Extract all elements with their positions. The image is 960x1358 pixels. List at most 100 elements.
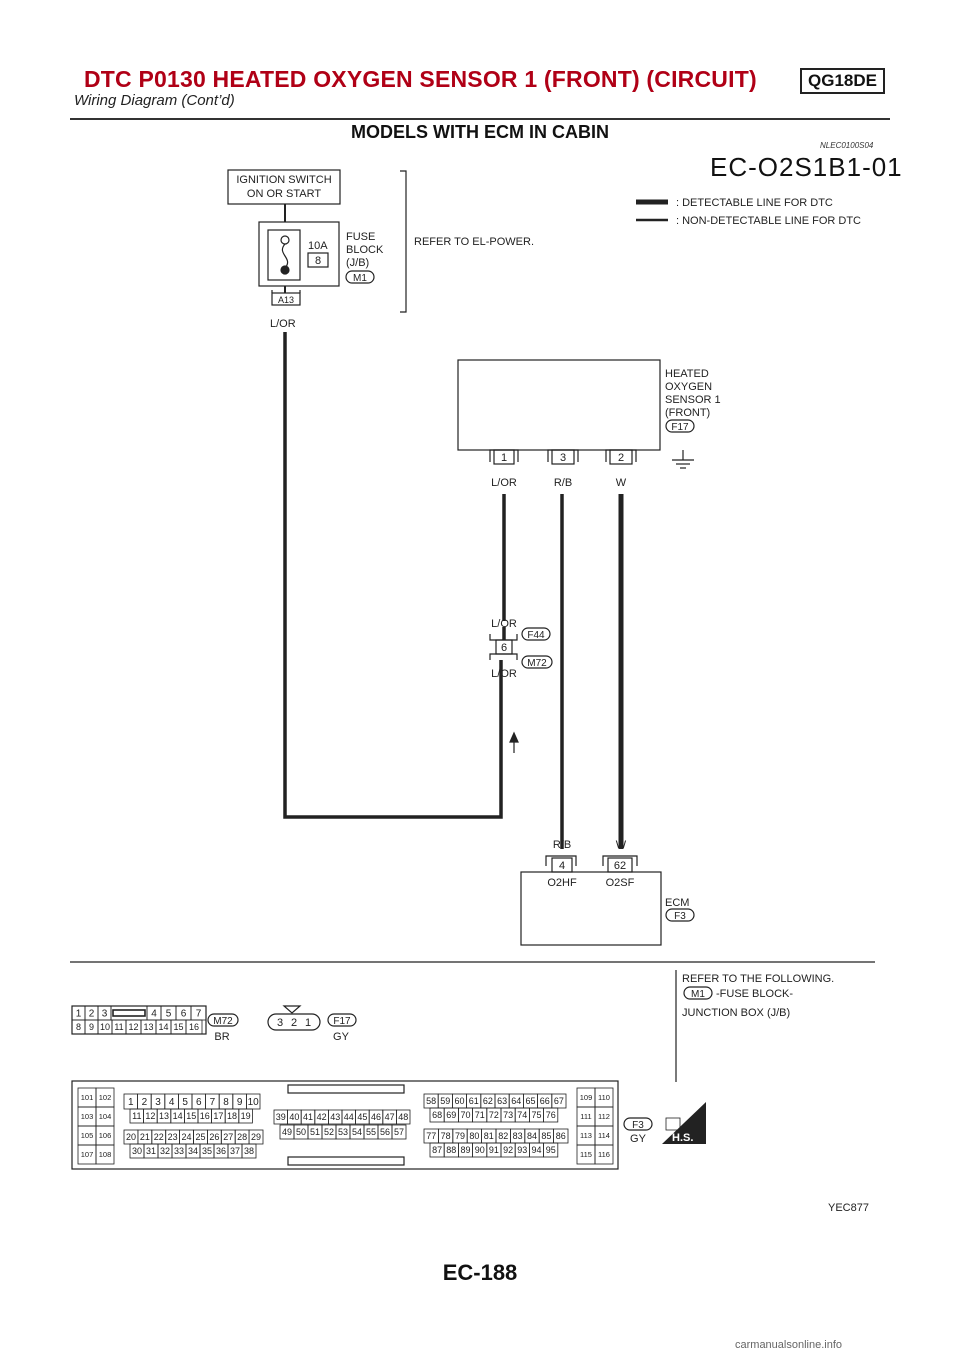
f3-pin-77-label: 77: [426, 1131, 436, 1141]
sensor-wire-2: W: [616, 477, 627, 489]
f3-pin-86-label: 86: [556, 1131, 566, 1141]
f3-pin-114-label: 114: [598, 1131, 610, 1140]
f3-pin-10-cell: [245, 1093, 261, 1110]
f3-face-color: GY: [630, 1133, 647, 1145]
f3-pin-43-label: 43: [330, 1112, 340, 1122]
f3-pin-14-label: 14: [173, 1111, 183, 1121]
sensor-pin-2-box: [609, 449, 633, 465]
refer-el-power: REFER TO EL-POWER.: [414, 236, 534, 248]
f17-face-name: F17: [333, 1016, 351, 1027]
sensor-label-3: SENSOR 1: [665, 394, 721, 406]
m72-key-slot: [112, 1009, 146, 1017]
f3-connector-face: [71, 1080, 619, 1170]
f17-pin-1: 1: [305, 1017, 311, 1029]
f3-pin-3-label: 3: [155, 1097, 161, 1108]
f3-pin-45-label: 45: [357, 1112, 367, 1122]
f3-pin-44-label: 44: [344, 1112, 354, 1122]
hs-symbol: [662, 1102, 706, 1144]
f17-face-color: GY: [333, 1031, 350, 1043]
f3-pin-49-label: 49: [282, 1127, 292, 1137]
f3-pin-110-label: 110: [598, 1093, 610, 1102]
ecm-pin-name-o2sf: O2SF: [606, 877, 635, 889]
f3-pin-11-label: 11: [132, 1111, 141, 1121]
header-rule: [70, 118, 890, 120]
m72-connector-oval-face: [207, 1013, 239, 1027]
f3-pin-111-label: 111: [580, 1112, 591, 1121]
f3-pin-61-label: 61: [469, 1096, 479, 1106]
fuse-amperage: 10A: [308, 240, 328, 252]
sensor-pin-3: 3: [560, 452, 566, 464]
fuse-connector: M1: [353, 273, 367, 284]
f3-pin-57-label: 57: [394, 1127, 404, 1137]
f3-pin-94-label: 94: [531, 1145, 541, 1155]
f3-pin-85-label: 85: [541, 1131, 551, 1141]
f3-pin-41-label: 41: [303, 1112, 313, 1122]
f3-pin-81-label: 81: [484, 1131, 494, 1141]
m72-pin-16-cell: [185, 1019, 203, 1035]
f3-pin-20-label: 20: [126, 1132, 136, 1142]
ecm-wire-4: R/B: [553, 839, 571, 851]
f3-pin-23-label: 23: [168, 1132, 178, 1142]
junction-conn-bottom: M72: [527, 658, 547, 669]
f3-pin-50-label: 50: [296, 1127, 306, 1137]
f3-pin-7-label: 7: [210, 1097, 216, 1108]
m72-pin-5-label: 5: [166, 1009, 172, 1020]
ecm-pin-4: 4: [559, 860, 565, 872]
ecm-label: ECM: [665, 897, 689, 909]
legend-nondetectable-label: : NON-DETECTABLE LINE FOR DTC: [676, 215, 861, 227]
fuse-symbol: [267, 229, 301, 281]
f3-pin-113-label: 113: [580, 1131, 592, 1140]
f3-pin-71-label: 71: [475, 1110, 485, 1120]
m72-pin-13-label: 13: [143, 1022, 153, 1032]
f3-pin-22-label: 22: [154, 1132, 164, 1142]
f3-pin-16-label: 16: [200, 1111, 210, 1121]
refer-following-2: -FUSE BLOCK-: [716, 988, 793, 1000]
f3-pin-36-label: 36: [216, 1146, 226, 1156]
f3-pin-37-label: 37: [230, 1146, 240, 1156]
f3-pin-21-label: 21: [140, 1132, 150, 1142]
fuse-block-box: [258, 221, 340, 287]
f3-pin-57-cell: [391, 1124, 407, 1140]
f3-pin-102-label: 102: [99, 1093, 112, 1102]
refer-bracket: [400, 170, 407, 313]
m72-pin-2-label: 2: [89, 1009, 95, 1020]
junction-wire-bottom: L/OR: [491, 668, 517, 680]
f3-pin-107-label: 107: [81, 1150, 94, 1159]
f3-pin-40-label: 40: [289, 1112, 299, 1122]
f3-pin-64-label: 64: [511, 1096, 521, 1106]
m72-pin-12-label: 12: [128, 1022, 138, 1032]
f3-pin-108-cell: [95, 1144, 115, 1165]
f3-pin-106-label: 106: [99, 1131, 112, 1140]
f3-pin-76-label: 76: [546, 1110, 556, 1120]
f3-pin-109-label: 109: [580, 1093, 593, 1102]
f3-pin-82-label: 82: [498, 1131, 508, 1141]
engine-badge: QG18DE: [800, 68, 885, 94]
fuse-lor-wire: [283, 332, 503, 819]
figure-code: YEC877: [828, 1202, 869, 1214]
f3-pin-103-label: 103: [81, 1112, 94, 1121]
f3-pin-1-label: 1: [128, 1097, 134, 1108]
f3-pin-12-label: 12: [145, 1111, 155, 1121]
m72-pin-16-label: 16: [189, 1022, 199, 1032]
f3-pin-38-label: 38: [244, 1146, 254, 1156]
f3-pin-95-label: 95: [546, 1145, 556, 1155]
f3-pin-115-label: 115: [580, 1150, 592, 1159]
fuse-label-1: FUSE: [346, 231, 375, 243]
m72-pin-9-label: 9: [89, 1022, 94, 1032]
f3-connector-oval-face: [623, 1117, 653, 1131]
m72-pin-11-label: 11: [114, 1022, 123, 1032]
f3-pin-112-label: 112: [598, 1112, 610, 1121]
f3-pin-108-label: 108: [99, 1150, 112, 1159]
f3-pin-24-label: 24: [182, 1132, 192, 1142]
heated-oxygen-sensor-box: [457, 359, 661, 451]
f3-pin-31-label: 31: [146, 1146, 156, 1156]
f3-pin-5-label: 5: [182, 1097, 188, 1108]
refer-following-conn: M1: [691, 989, 705, 1000]
f3-pin-29-label: 29: [251, 1132, 261, 1142]
ecm-wire-62: W: [616, 839, 627, 851]
f3-pin-89-label: 89: [460, 1145, 470, 1155]
f3-pin-73-label: 73: [503, 1110, 513, 1120]
f3-pin-46-label: 46: [371, 1112, 381, 1122]
m72-pin-6-label: 6: [181, 1009, 187, 1020]
sensor-wire-1: L/OR: [491, 477, 517, 489]
